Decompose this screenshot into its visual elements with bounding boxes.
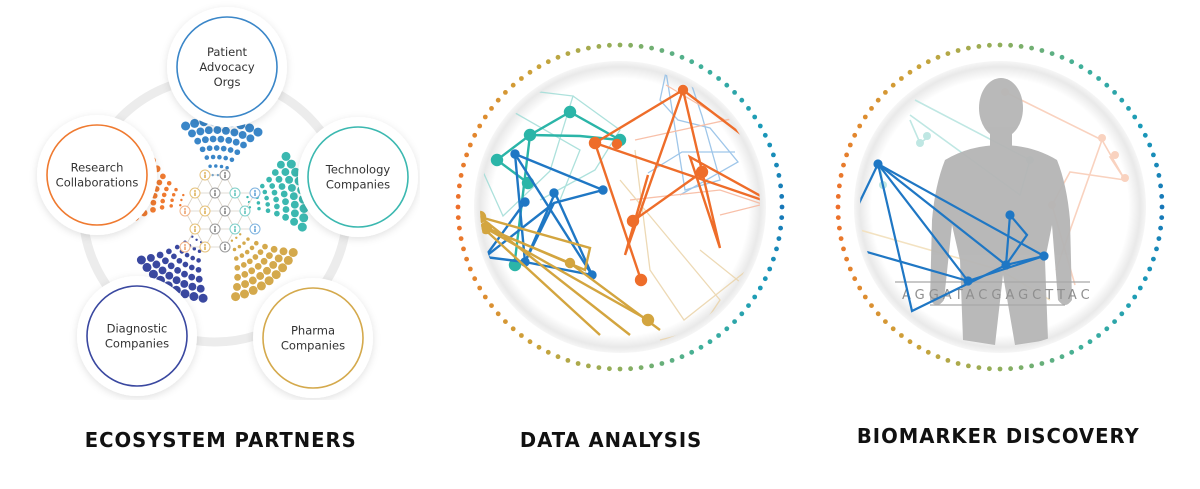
ecosystem-diagram: PatientAdvocacyOrgsTechnologyCompaniesPh… [37, 7, 418, 398]
partner-ring [262, 287, 364, 389]
partner-label: Collaborations [56, 176, 139, 190]
partner-label: Research [71, 161, 124, 175]
partner-label: Patient [207, 45, 248, 59]
partner-ring [307, 126, 409, 228]
ecosystem-partners-caption: ECOSYSTEM PARTNERS [84, 428, 357, 452]
partner-label: Orgs [214, 75, 241, 89]
inner-disc [474, 61, 766, 353]
data-analysis-panel: DATA ANALYSIS [420, 0, 820, 489]
partner-label: Companies [326, 178, 390, 192]
data-analysis-caption: DATA ANALYSIS [519, 428, 703, 452]
partner-label: Diagnostic [107, 322, 168, 336]
partner-label: Companies [105, 337, 169, 351]
biomarker-discovery-caption: BIOMARKER DISCOVERY [856, 424, 1140, 448]
network-graph [480, 71, 760, 341]
partner-label: Pharma [291, 324, 335, 338]
partner-ring [46, 124, 148, 226]
data-analysis-graphic [455, 42, 785, 372]
partner-label: Companies [281, 339, 345, 353]
people-hex-network [179, 169, 261, 253]
biomarker-discovery-panel: AGGATACGAGCTTAC BIOMARKER DISCOVERY [820, 0, 1200, 489]
human-silhouette-icon [930, 78, 1072, 345]
dot-fans [121, 116, 309, 303]
biomarker-graphic: AGGATACGAGCTTAC [835, 42, 1165, 372]
dotted-gradient-ring [835, 42, 1165, 372]
partner-label: Technology [325, 163, 391, 177]
partner-ring [86, 285, 188, 387]
partner-label: Advocacy [199, 60, 254, 74]
partner-ring [176, 16, 278, 118]
dotted-gradient-ring [455, 42, 785, 372]
